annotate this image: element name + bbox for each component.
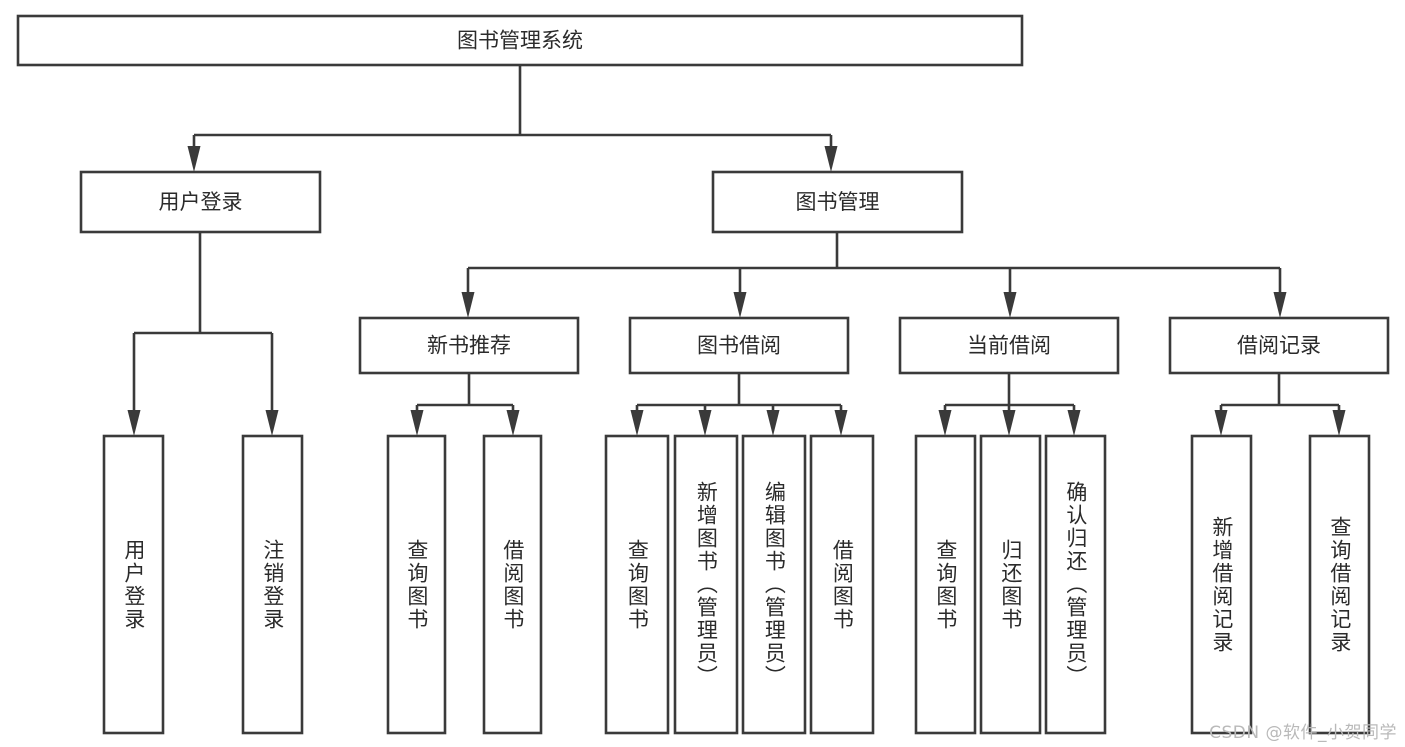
arrow-head-icon — [461, 292, 475, 318]
node-user-login-label: 用户登录 — [159, 190, 243, 214]
arrow-head-icon — [1214, 410, 1228, 436]
node-leaf-user-logout-box[interactable] — [241, 434, 304, 735]
connector-bus-user-login — [134, 232, 272, 335]
arrow-9 — [410, 405, 424, 436]
arrow-head-icon — [698, 410, 712, 436]
connector-bus-book-manage — [468, 232, 1280, 270]
arrow-11 — [630, 405, 644, 436]
node-user-login-box[interactable] — [79, 170, 322, 234]
arrow-head-icon — [1273, 292, 1287, 318]
node-book-manage-label: 图书管理 — [796, 190, 880, 214]
node-new-book-recommend-box[interactable] — [358, 316, 580, 375]
arrow-12 — [698, 405, 712, 436]
connector-bus-current-borrow — [945, 373, 1074, 407]
node-leaf-query-book-2-box[interactable] — [604, 434, 670, 735]
node-leaf-edit-book-box[interactable] — [741, 434, 807, 735]
node-book-manage-box[interactable] — [711, 170, 964, 234]
node-new-book-recommend-label: 新书推荐 — [427, 334, 511, 358]
arrow-13 — [766, 405, 780, 436]
arrow-10 — [506, 405, 520, 436]
arrow-7 — [1003, 268, 1017, 318]
arrow-head-icon — [410, 410, 424, 436]
node-leaf-query-book-1-box[interactable] — [386, 434, 447, 735]
arrow-4 — [265, 333, 279, 436]
node-book-borrow-label: 图书借阅 — [697, 334, 781, 358]
arrow-head-icon — [1332, 410, 1346, 436]
node-borrow-record-box[interactable] — [1168, 316, 1390, 375]
connector-bus-root — [194, 65, 831, 137]
arrow-head-icon — [127, 410, 141, 436]
arrow-head-icon — [766, 410, 780, 436]
node-leaf-borrow-book-1-box[interactable] — [482, 434, 543, 735]
node-root-box[interactable] — [16, 14, 1024, 67]
node-leaf-confirm-return-box[interactable] — [1044, 434, 1107, 735]
arrow-3 — [127, 333, 141, 436]
arrow-14 — [834, 405, 848, 436]
connector-layer — [127, 65, 1346, 436]
arrow-head-icon — [938, 410, 952, 436]
node-box-layer — [16, 14, 1390, 735]
node-leaf-query-book-3-box[interactable] — [914, 434, 977, 735]
arrow-1 — [187, 135, 201, 172]
node-leaf-add-record-box[interactable] — [1190, 434, 1253, 735]
node-leaf-add-book-box[interactable] — [673, 434, 739, 735]
arrow-19 — [1332, 405, 1346, 436]
arrow-head-icon — [630, 410, 644, 436]
arrow-head-icon — [834, 410, 848, 436]
node-current-borrow-box[interactable] — [898, 316, 1120, 375]
connector-bus-book-borrow — [637, 373, 841, 407]
arrow-head-icon — [265, 410, 279, 436]
node-root-label: 图书管理系统 — [457, 29, 583, 53]
arrow-17 — [1067, 405, 1081, 436]
arrow-8 — [1273, 268, 1287, 318]
arrow-head-icon — [1003, 292, 1017, 318]
arrow-16 — [1002, 405, 1016, 436]
arrow-head-icon — [824, 146, 838, 172]
arrow-18 — [1214, 405, 1228, 436]
node-leaf-query-record-box[interactable] — [1308, 434, 1371, 735]
arrow-5 — [461, 268, 475, 318]
arrow-head-icon — [1067, 410, 1081, 436]
arrow-head-icon — [187, 146, 201, 172]
connector-bus-new-book — [417, 373, 513, 407]
arrow-15 — [938, 405, 952, 436]
arrow-head-icon — [733, 292, 747, 318]
arrow-2 — [824, 135, 838, 172]
arrow-head-icon — [506, 410, 520, 436]
node-book-borrow-box[interactable] — [628, 316, 850, 375]
node-borrow-record-label: 借阅记录 — [1237, 334, 1321, 358]
arrow-6 — [733, 268, 747, 318]
node-leaf-return-book-box[interactable] — [979, 434, 1042, 735]
node-leaf-user-login-box[interactable] — [102, 434, 165, 735]
csdn-watermark: CSDN @软件_小贺同学 — [1209, 723, 1397, 743]
node-leaf-borrow-book-2-box[interactable] — [809, 434, 875, 735]
arrow-head-icon — [1002, 410, 1016, 436]
node-current-borrow-label: 当前借阅 — [967, 334, 1051, 358]
connector-bus-borrow-record — [1221, 373, 1339, 407]
